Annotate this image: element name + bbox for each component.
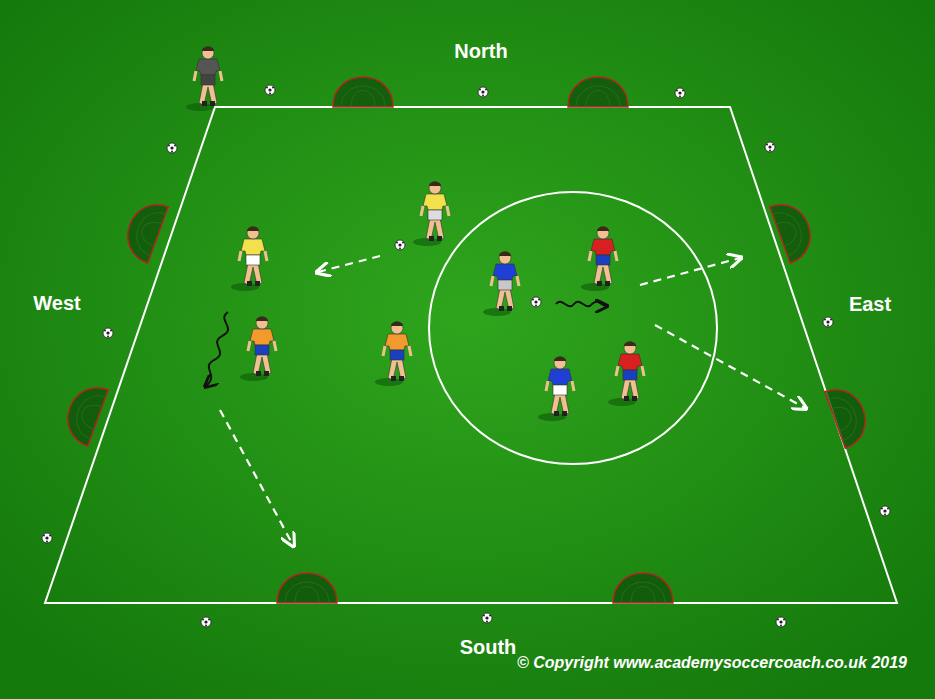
compass-label: North bbox=[454, 40, 507, 63]
compass-label: West bbox=[33, 292, 80, 315]
copyright-notice: © Copyright www.academysoccercoach.co.uk… bbox=[517, 654, 907, 672]
compass-label: East bbox=[849, 293, 891, 316]
compass-label: South bbox=[460, 636, 517, 659]
